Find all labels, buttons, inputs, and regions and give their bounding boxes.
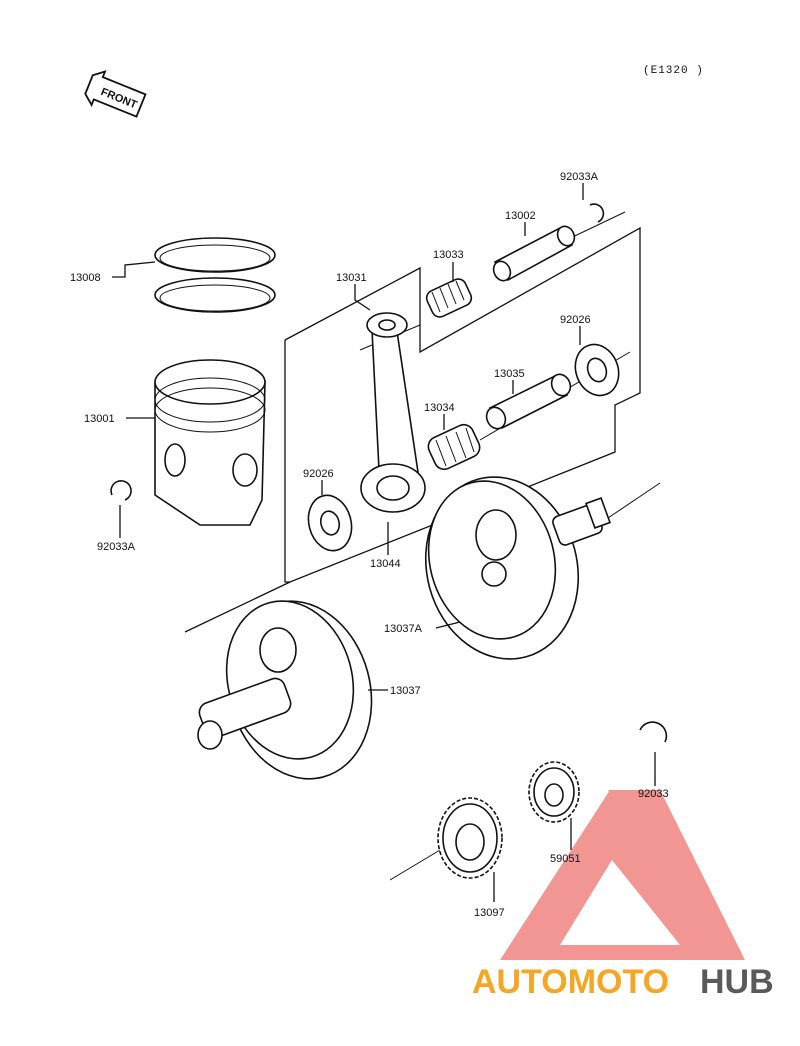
crank-half-right [424,476,611,660]
circlip-right [589,203,605,223]
watermark-text-part2: HUB [700,963,774,1001]
thrust-washer-left [307,494,353,552]
piston-pin [492,225,576,282]
gear-small [528,761,580,823]
callout-13037: 13037 [390,685,421,697]
big-end-bearing [427,423,481,471]
crank-half-left [197,600,373,780]
circlip-gear [639,721,668,743]
callout-92026-left: 92026 [303,468,334,480]
watermark-text-part1: AUTOMOTO [472,963,669,1001]
circlip-left [110,480,132,501]
crank-pin [485,373,572,430]
callout-13008: 13008 [70,272,101,284]
piston [154,359,266,526]
callout-13031: 13031 [336,272,367,284]
callout-13033: 13033 [433,249,464,261]
callout-13034: 13034 [424,402,455,414]
diagram-code: (E1320 ) [643,65,704,77]
callout-13001: 13001 [84,413,115,425]
callout-92033: 92033 [638,788,669,800]
connecting-rod [360,312,426,513]
gear-large [437,797,503,879]
watermark-logo-icon [500,790,745,960]
conrod-assembly-outline [284,226,641,583]
front-arrow-icon: FRONT [84,70,147,118]
crank-assembly-outline [184,581,291,633]
callout-13037A: 13037A [384,623,423,635]
small-end-bearing [425,278,473,318]
callout-92033A-left: 92033A [97,541,136,553]
callout-13097: 13097 [474,907,505,919]
callout-59051: 59051 [550,853,581,865]
callout-92033A-right: 92033A [560,171,599,183]
callout-13035: 13035 [494,368,525,380]
piston-rings [154,237,276,313]
callout-13044: 13044 [370,558,401,570]
callout-13002: 13002 [505,210,536,222]
callout-92026-right: 92026 [560,314,591,326]
thrust-washer-right [574,343,620,397]
